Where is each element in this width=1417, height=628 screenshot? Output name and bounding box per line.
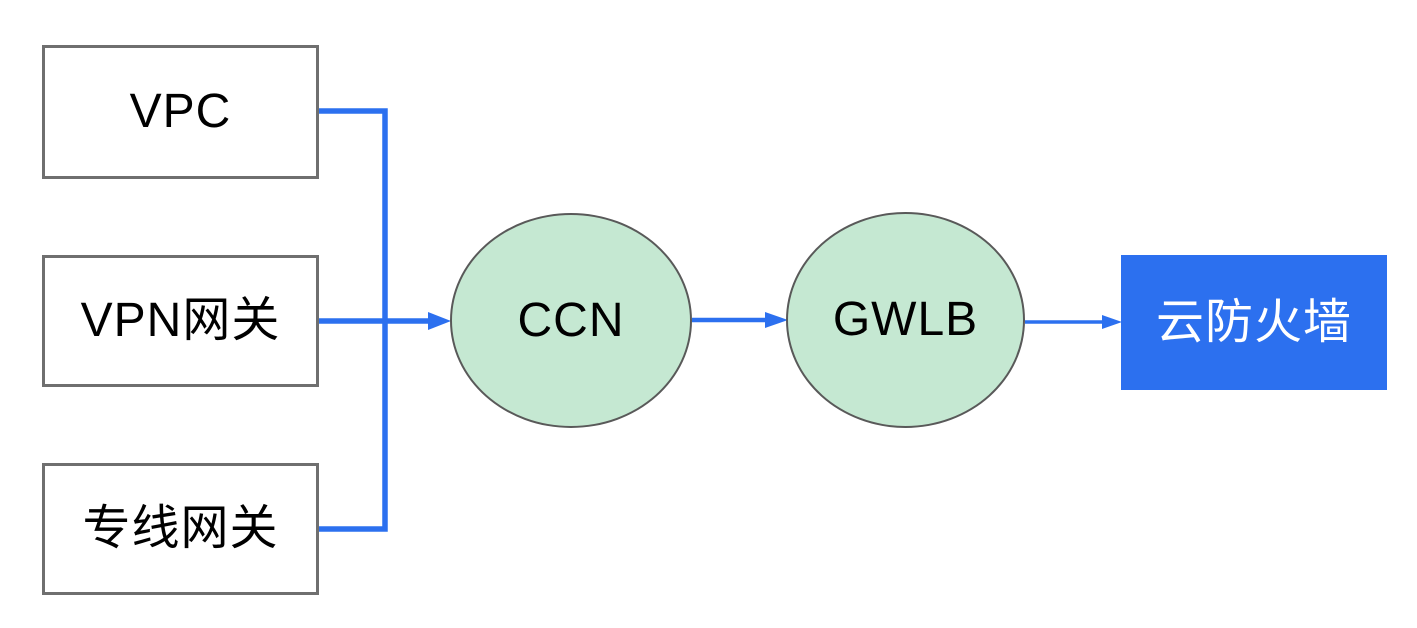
node-cloud-firewall: 云防火墙 — [1121, 255, 1387, 390]
node-ccn: CCN — [450, 213, 692, 428]
node-direct-connect-gateway: 专线网关 — [42, 463, 319, 595]
node-cloud-firewall-label: 云防火墙 — [1155, 295, 1352, 349]
arrowhead-into-firewall-icon — [1102, 315, 1122, 329]
node-vpn-gateway: VPN网关 — [42, 255, 319, 387]
arrowhead-into-gwlb-icon — [765, 312, 788, 328]
node-vpc-label: VPC — [129, 85, 232, 138]
node-direct-connect-gateway-label: 专线网关 — [82, 502, 279, 555]
node-ccn-label: CCN — [517, 293, 625, 347]
node-gwlb-label: GWLB — [832, 293, 979, 346]
arrowhead-into-ccn-icon — [428, 312, 451, 330]
node-vpn-gateway-label: VPN网关 — [80, 294, 281, 347]
node-vpc: VPC — [42, 45, 319, 179]
node-gwlb: GWLB — [786, 212, 1025, 428]
